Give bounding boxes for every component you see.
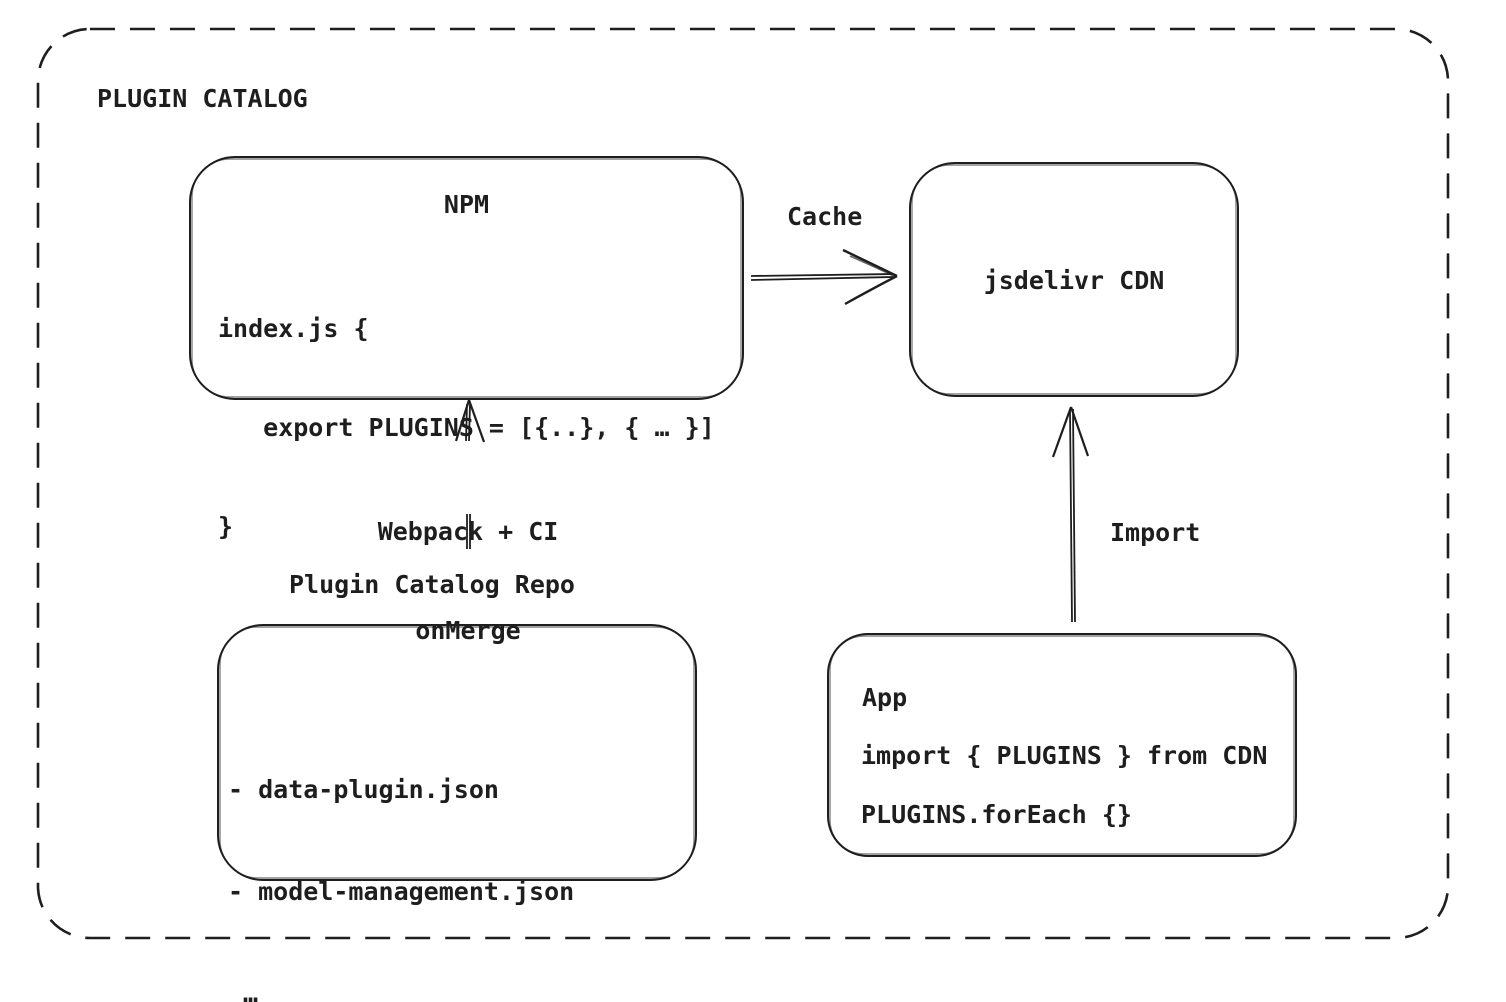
- repo-file-item: - data-plugin.json: [228, 775, 499, 804]
- npm-box-title: NPM: [443, 190, 490, 219]
- cache-arrow: [750, 248, 898, 306]
- plugin-catalog-frame: [36, 27, 1450, 940]
- npm-code-line: }: [218, 512, 234, 541]
- repo-file-item: - model-management.json: [228, 877, 575, 906]
- import-arrow-label: Import: [1110, 518, 1201, 547]
- app-box-title: App: [862, 683, 908, 712]
- app-box: [827, 633, 1297, 857]
- npm-code-line: index.js {: [218, 314, 369, 343]
- repo-box-sketch-stroke: [219, 626, 695, 879]
- build-arrow-label-line1: Webpack + CI: [377, 517, 559, 546]
- repo-box-title: Plugin Catalog Repo: [289, 570, 575, 599]
- repo-box: [217, 624, 697, 881]
- build-arrow-label-line2: onMerge: [415, 616, 521, 645]
- repo-file-list: - data-plugin.json - model-management.js…: [228, 705, 574, 1002]
- build-arrow-label: Webpack + CI onMerge: [318, 449, 618, 713]
- import-arrow: [1051, 406, 1090, 623]
- npm-box: [189, 156, 744, 400]
- app-code-line: PLUGINS.forEach {}: [861, 800, 1132, 829]
- npm-code-block: index.js { export PLUGINS = [{..}, { … }…: [218, 246, 715, 609]
- repo-file-item: …: [228, 979, 259, 1002]
- app-code-line: import { PLUGINS } from CDN: [861, 741, 1268, 770]
- cache-arrow-label: Cache: [787, 202, 863, 231]
- npm-code-line: export PLUGINS = [{..}, { … }]: [218, 413, 715, 442]
- cdn-box-label: jsdelivr CDN: [983, 266, 1165, 295]
- cdn-box: [909, 162, 1239, 397]
- app-box-sketch-stroke: [829, 635, 1295, 855]
- cdn-box-sketch-stroke: [911, 164, 1237, 395]
- build-arrow: [454, 399, 486, 549]
- diagram-title: PLUGIN CATALOG: [97, 84, 308, 113]
- npm-box-sketch-stroke: [191, 158, 742, 398]
